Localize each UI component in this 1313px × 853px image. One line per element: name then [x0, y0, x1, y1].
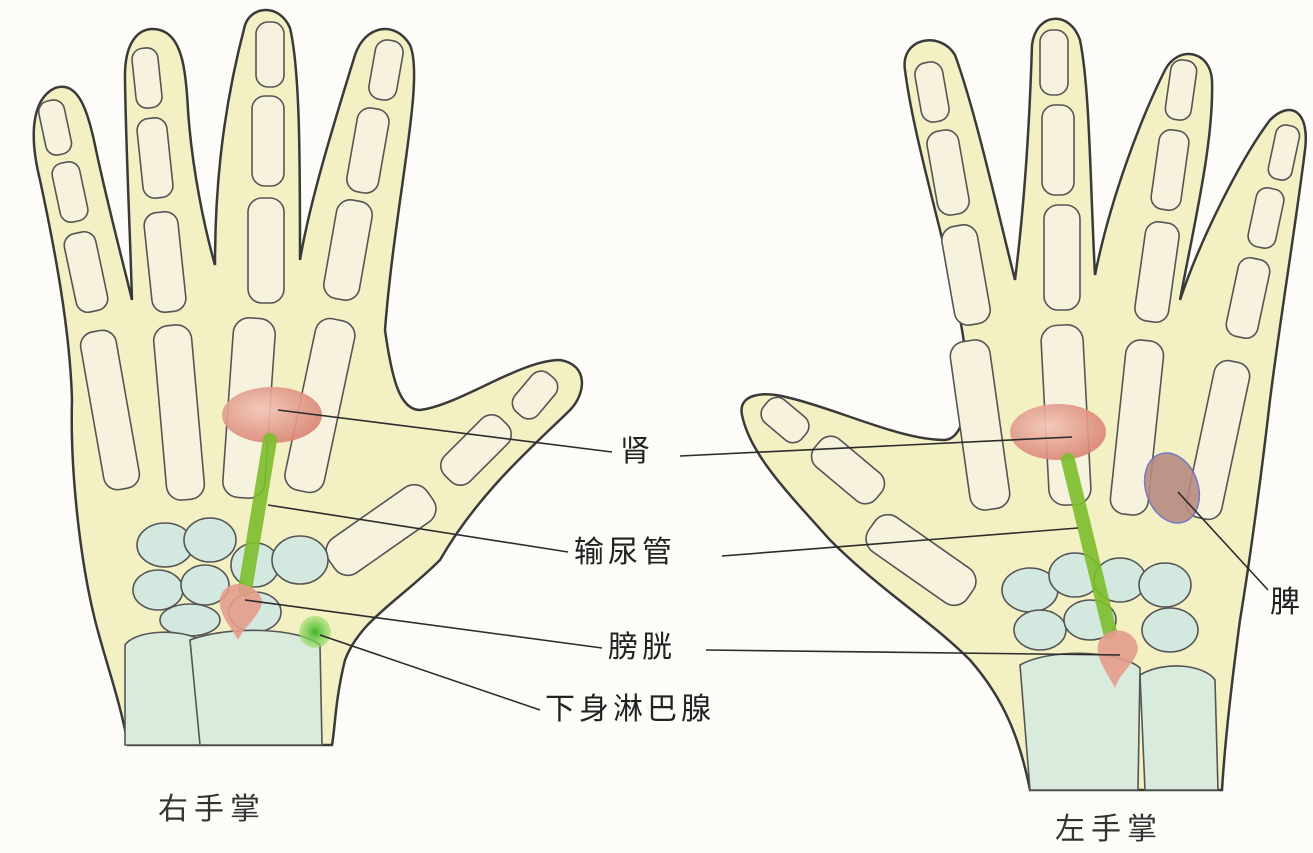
left-ureter-reflex	[1061, 453, 1117, 639]
spleen-leader	[1177, 491, 1269, 591]
ureter-label: 输尿管	[574, 535, 676, 570]
left-kidney-reflex	[1010, 404, 1106, 460]
bladder-leader-left	[705, 649, 1121, 656]
ureter-leader-left	[721, 527, 1079, 557]
left-palm-figure	[740, 17, 1308, 792]
kidney-leader-left	[679, 436, 1073, 457]
left-finger-bones	[760, 29, 1301, 607]
lymph-leader	[319, 634, 541, 711]
bladder-label: 膀胱	[608, 630, 676, 665]
right-palm-figure	[32, 8, 584, 747]
leader-lines	[244, 409, 1269, 711]
right-lymph-reflex	[299, 616, 331, 648]
left-spleen-reflex	[1143, 452, 1201, 524]
spleen-label: 脾	[1270, 585, 1304, 620]
left-palm-caption: 左手掌	[1055, 812, 1163, 847]
right-ureter-reflex	[238, 433, 277, 597]
kidney-leader-right	[277, 409, 613, 453]
right-bladder-reflex	[219, 583, 262, 640]
left-forearm-bones	[1019, 652, 1219, 791]
left-bladder-reflex	[1097, 630, 1138, 688]
right-kidney-reflex	[222, 387, 322, 443]
right-carpal-bones	[132, 517, 329, 637]
kidney-label: 肾	[620, 434, 654, 469]
lymph-label: 下身淋巴腺	[545, 692, 715, 727]
left-carpal-bones	[1001, 552, 1199, 653]
right-palm-caption: 右手掌	[158, 792, 266, 827]
right-finger-bones	[37, 21, 559, 577]
bladder-leader-right	[244, 599, 603, 649]
ureter-leader-right	[267, 504, 569, 553]
right-forearm-bones	[124, 629, 323, 746]
